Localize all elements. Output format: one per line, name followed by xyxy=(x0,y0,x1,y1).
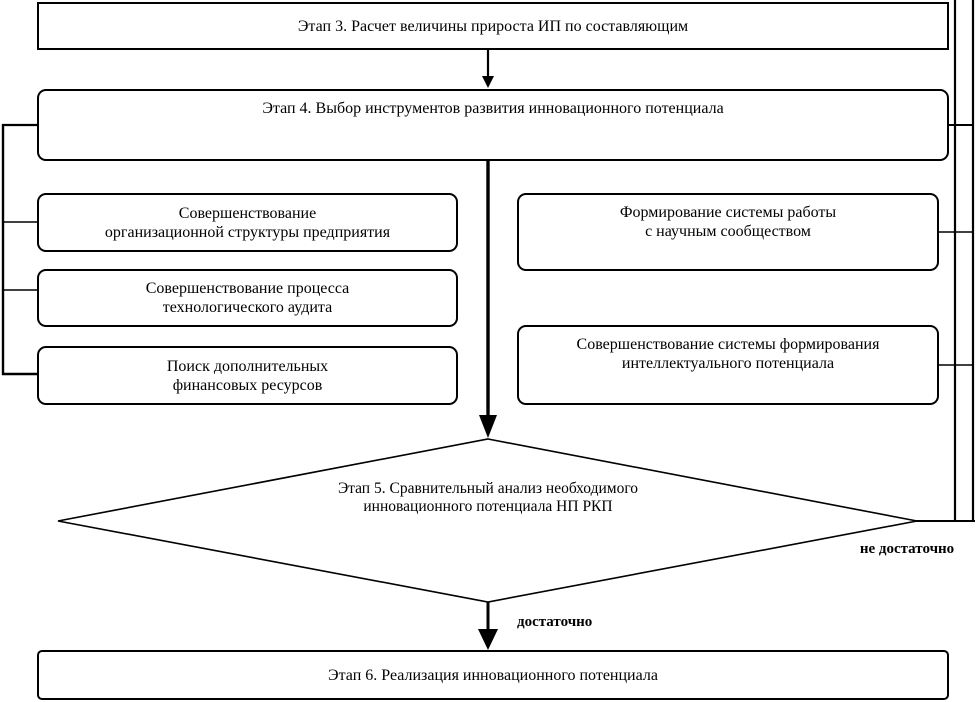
node-fin-resources-label: Поиск дополнительных финансовых ресурсов xyxy=(166,357,329,394)
node-intellectual-potential: Совершенствование системы формирования и… xyxy=(517,325,939,405)
decision-diamond-shape xyxy=(57,438,918,603)
edge-label-insufficient: не достаточно xyxy=(859,541,955,557)
edge-label-sufficient: достаточно xyxy=(517,614,593,630)
arrowhead-etap5-to-etap6 xyxy=(478,629,498,650)
node-org-structure-label: Совершенствование организационной структ… xyxy=(104,204,391,241)
node-science-community: Формирование системы работы с научным со… xyxy=(517,193,939,271)
node-etap6-label: Этап 6. Реализация инновационного потенц… xyxy=(328,666,658,684)
arrowhead-etap3-to-etap4 xyxy=(482,76,494,88)
node-etap6: Этап 6. Реализация инновационного потенц… xyxy=(37,650,949,700)
arrowhead-etap4-to-etap5 xyxy=(479,415,497,438)
node-intellectual-potential-label: Совершенствование системы формирования и… xyxy=(576,336,880,372)
node-etap3: Этап 3. Расчет величины прироста ИП по с… xyxy=(37,2,949,50)
node-tech-audit-label: Совершенствование процесса технологическ… xyxy=(145,280,350,316)
node-etap4-label: Этап 4. Выбор инструментов развития инно… xyxy=(262,100,724,117)
node-fin-resources: Поиск дополнительных финансовых ресурсов xyxy=(37,346,458,405)
node-etap4: Этап 4. Выбор инструментов развития инно… xyxy=(37,89,949,161)
node-science-community-label: Формирование системы работы с научным со… xyxy=(619,204,837,240)
node-etap3-label: Этап 3. Расчет величины прироста ИП по с… xyxy=(297,17,689,35)
node-etap5-label: Этап 5. Сравнительный анализ необходимог… xyxy=(337,480,639,515)
node-org-structure: Совершенствование организационной структ… xyxy=(37,193,458,252)
node-tech-audit: Совершенствование процесса технологическ… xyxy=(37,269,458,327)
